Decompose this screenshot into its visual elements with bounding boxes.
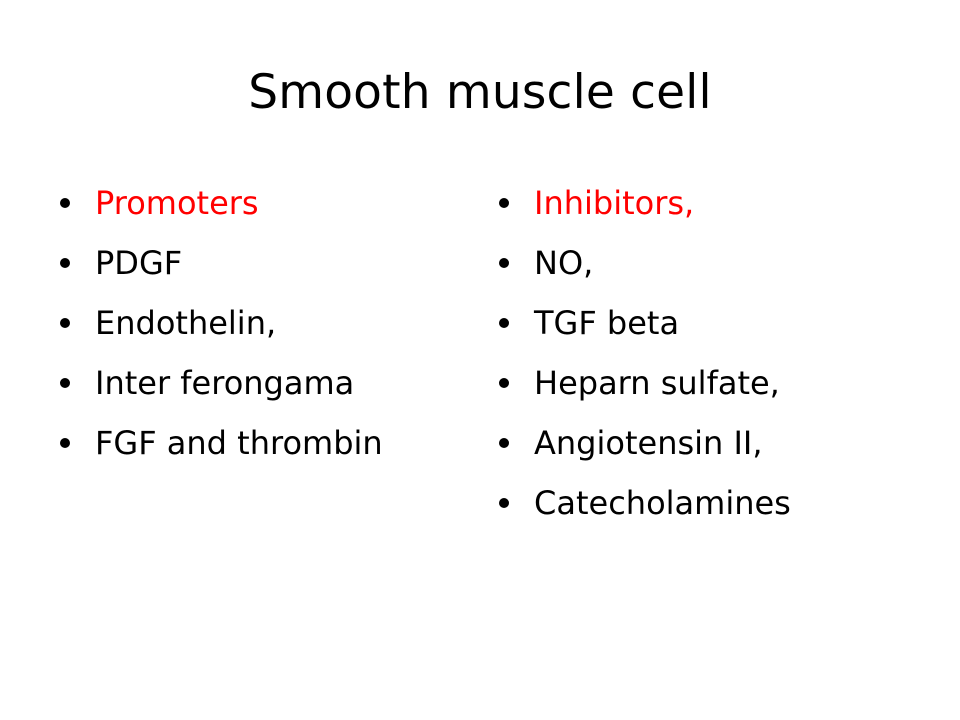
bullet-icon: [60, 318, 70, 328]
list-item-inhibitors-heading: Inhibitors,: [497, 174, 917, 234]
bullet-icon: [60, 258, 70, 268]
list-item: Heparn sulfate,: [497, 354, 917, 414]
bullet-icon: [60, 378, 70, 388]
list-item: NO,: [497, 234, 917, 294]
list-item-label: NO,: [534, 244, 594, 282]
list-item: FGF and thrombin: [58, 414, 458, 474]
list-item-label: Promoters: [95, 184, 259, 222]
bullet-icon: [499, 498, 509, 508]
list-item: Catecholamines: [497, 474, 917, 534]
bullet-icon: [499, 198, 509, 208]
list-item-promoters-heading: Promoters: [58, 174, 458, 234]
bullet-icon: [499, 258, 509, 268]
promoters-list: Promoters PDGF Endothelin, Inter feronga…: [58, 174, 458, 474]
list-item-label: FGF and thrombin: [95, 424, 383, 462]
bullet-icon: [60, 438, 70, 448]
bullet-icon: [60, 198, 70, 208]
bullet-icon: [499, 378, 509, 388]
list-item-label: Catecholamines: [534, 484, 791, 522]
list-item: Angiotensin II,: [497, 414, 917, 474]
list-item-label: PDGF: [95, 244, 183, 282]
list-item-label: Inhibitors,: [534, 184, 695, 222]
list-item: Inter ferongama: [58, 354, 458, 414]
list-item-label: Angiotensin II,: [534, 424, 763, 462]
bullet-icon: [499, 438, 509, 448]
inhibitors-list: Inhibitors, NO, TGF beta Heparn sulfate,…: [497, 174, 917, 534]
list-item: PDGF: [58, 234, 458, 294]
slide-title: Smooth muscle cell: [248, 65, 712, 120]
list-item-label: Heparn sulfate,: [534, 364, 780, 402]
bullet-icon: [499, 318, 509, 328]
list-item-label: TGF beta: [534, 304, 680, 342]
list-item-label: Inter ferongama: [95, 364, 355, 402]
list-item: Endothelin,: [58, 294, 458, 354]
list-item-label: Endothelin,: [95, 304, 277, 342]
list-item: TGF beta: [497, 294, 917, 354]
